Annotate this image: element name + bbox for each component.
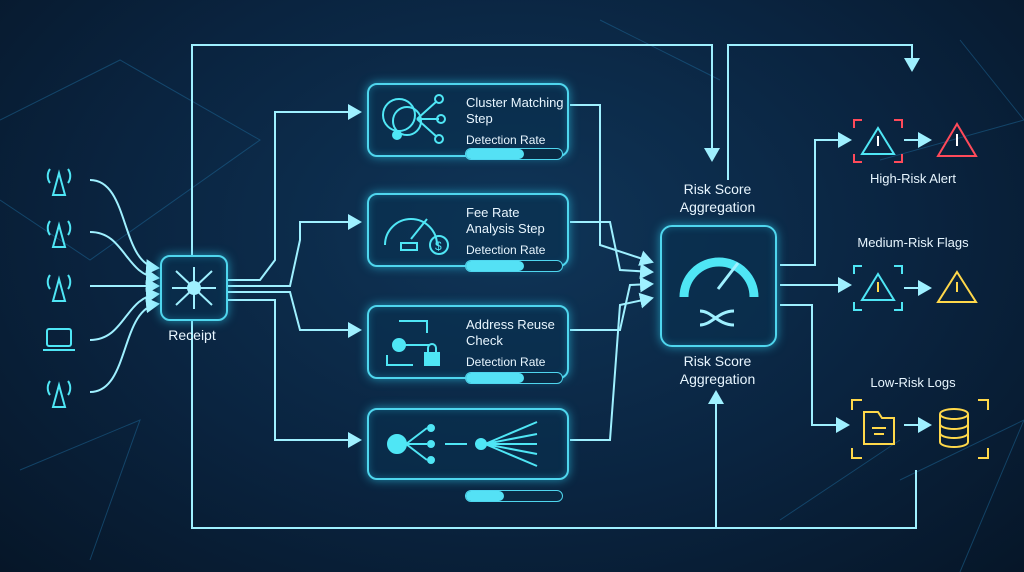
laptop-icon (43, 328, 75, 351)
step-metric: Detection Rate (466, 355, 546, 369)
warning-icon (936, 270, 978, 303)
folder-icon (863, 411, 895, 445)
gauge-dollar-icon: $ (384, 218, 449, 255)
detection-rate-bar (465, 260, 563, 272)
detection-rate-bar (465, 148, 563, 160)
warning-icon (860, 126, 896, 155)
step-card-address-reuse[interactable]: Address Reuse Check Detection Rate (367, 305, 569, 379)
antenna-icon (46, 168, 72, 196)
detection-rate-bar (465, 490, 563, 502)
receipt-hub[interactable] (160, 255, 228, 321)
step-card-fee-rate[interactable]: $ Fee Rate Analysis Step Detection Rate (367, 193, 569, 267)
cluster-icon (382, 94, 446, 144)
aggregation-bottom-label: Risk Score Aggregation (679, 353, 756, 387)
step-title: Fee Rate Analysis Step (466, 205, 545, 236)
warning-icon (860, 272, 896, 301)
alert-icon (936, 122, 978, 157)
medium-risk-flag-icons[interactable] (852, 264, 987, 312)
detection-rate-bar (465, 372, 563, 384)
output-label-low: Low-Risk Logs (870, 375, 956, 390)
antenna-icon (46, 220, 72, 248)
low-risk-log-icons[interactable] (850, 398, 990, 460)
antenna-icon (46, 380, 72, 408)
network-hub-icon (172, 267, 216, 309)
high-risk-alert-icons[interactable] (852, 118, 987, 164)
step-title: Cluster Matching Step (466, 95, 564, 126)
step-metric: Detection Rate (466, 243, 546, 257)
hub-label: Receipt (168, 327, 216, 343)
svg-text:$: $ (435, 239, 442, 253)
fanout-icon (387, 421, 538, 467)
output-label-high: High-Risk Alert (870, 171, 956, 186)
key-lock-icon (386, 320, 440, 366)
database-icon (939, 408, 969, 448)
step-metric: Detection Rate (466, 133, 546, 147)
step-title: Address Reuse Check (466, 317, 555, 348)
aggregation-top-label: Risk Score Aggregation (679, 181, 756, 215)
input-sources (43, 168, 75, 408)
output-label-medium: Medium-Risk Flags (857, 235, 969, 250)
gauge-shuffle-icon (679, 257, 759, 327)
antenna-icon (46, 274, 72, 302)
risk-score-aggregation[interactable] (660, 225, 777, 347)
step-card-cluster[interactable]: Cluster Matching Step Detection Rate (367, 83, 569, 157)
step-card-fanout[interactable] (367, 408, 569, 480)
